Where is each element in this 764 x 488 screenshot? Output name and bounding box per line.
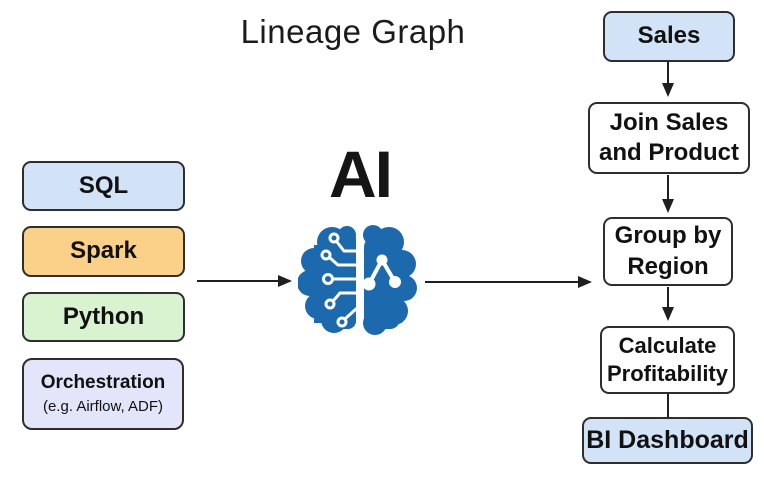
node-calculate-profitability: Calculate Profitability: [600, 326, 735, 394]
node-join-label: Join Sales and Product: [598, 108, 739, 166]
ai-label: AI: [329, 137, 393, 211]
node-sales: Sales: [603, 11, 735, 62]
node-python-label: Python: [62, 302, 145, 330]
node-orchestration-sublabel: (e.g. Airflow, ADF): [42, 398, 164, 416]
node-bi-label: BI Dashboard: [586, 425, 749, 454]
network-graph-glyph: [362, 254, 401, 291]
node-spark-label: Spark: [70, 237, 137, 265]
node-sales-label: Sales: [637, 22, 701, 50]
node-join-sales-product: Join Sales and Product: [588, 102, 750, 174]
node-sql: SQL: [22, 161, 185, 211]
node-python: Python: [22, 292, 185, 342]
circuit-traces: [320, 232, 358, 328]
node-orchestration: Orchestration (e.g. Airflow, ADF): [22, 358, 184, 430]
diagram-title: Lineage Graph: [240, 13, 466, 50]
node-orchestration-label: Orchestration: [40, 372, 166, 394]
node-group-by-region: Group by Region: [603, 217, 733, 286]
node-group-label: Group by Region: [614, 222, 722, 280]
node-sql-label: SQL: [78, 171, 129, 199]
node-bi-dashboard: BI Dashboard: [582, 417, 753, 464]
node-calc-label: Calculate Profitability: [606, 333, 728, 386]
node-spark: Spark: [22, 226, 185, 277]
ai-brain-icon: [298, 225, 417, 335]
